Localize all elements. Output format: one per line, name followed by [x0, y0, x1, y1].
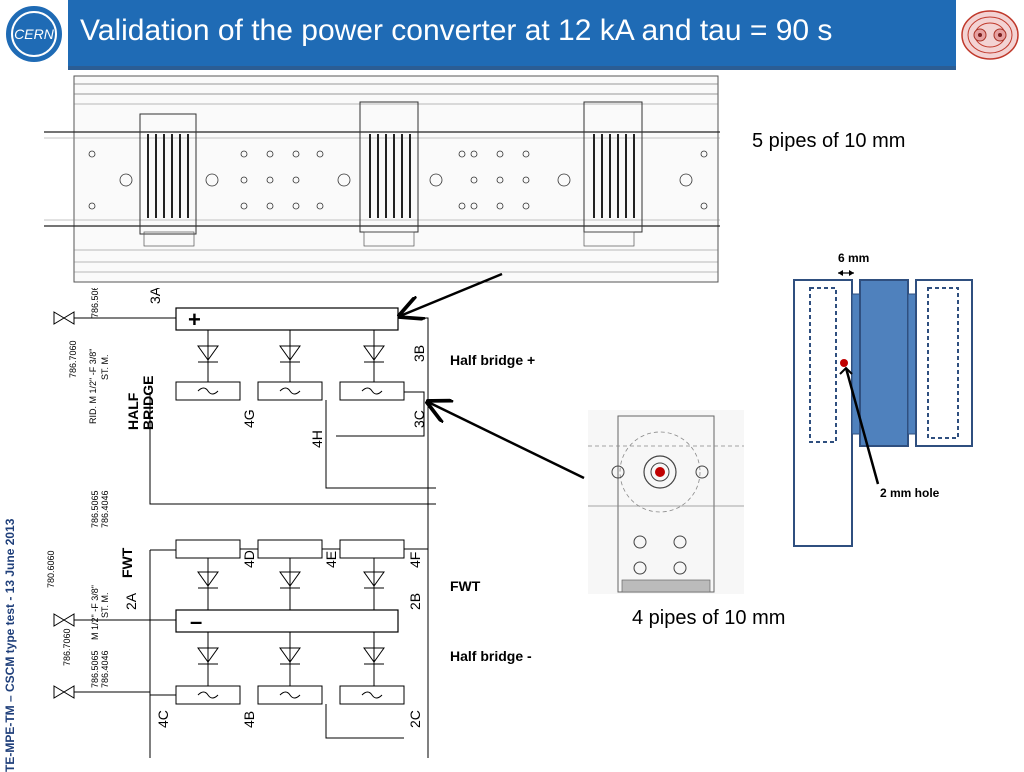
valve-symbols [53, 311, 176, 699]
terminal-2b: 2B [407, 593, 423, 610]
bolt-holes [88, 150, 708, 210]
hole-marker [655, 467, 665, 477]
terminal-3a: 3A [147, 288, 163, 304]
terminal-4e: 4E [323, 551, 339, 568]
cern-logo: CERN [0, 0, 68, 70]
blue-conductor-section [793, 270, 973, 547]
fitting-label-top: RID. M 1/2" -F 3/8" [88, 349, 98, 424]
terminal-4g: 4G [241, 409, 257, 428]
half-bridge-minus-label: Half bridge - [450, 648, 532, 664]
cern-logo-icon: CERN [6, 6, 62, 62]
two-mm-hole-marker [840, 359, 848, 367]
slide-header: CERN Validation of the power converter a… [0, 0, 1024, 70]
ac-row-bottom [149, 550, 405, 758]
pipe-code-low: 786.7060 [62, 628, 72, 666]
half-bridge-section-label: HALF BRIDGE [125, 376, 156, 430]
lhc-logo [956, 0, 1024, 70]
half-word: HALF [125, 392, 141, 430]
terminal-4d: 4D [241, 550, 257, 568]
right-conductor [915, 279, 973, 447]
arrow-to-hole [844, 367, 880, 485]
pipe-code-mid-2: 786.4046 [100, 490, 110, 528]
slide-title: Validation of the power converter at 12 … [80, 14, 833, 47]
cern-logo-text: CERN [14, 26, 55, 42]
terminal-4c: 4C [155, 710, 171, 728]
side-footer: TE-MPE-TM – CSCM type test - 13 June 201… [3, 518, 17, 772]
busbar-drawing [44, 75, 720, 283]
right-cooling-channel [927, 287, 959, 439]
diode-row-top [197, 330, 385, 382]
terminal-2a: 2A [123, 592, 139, 610]
fitting-st-top: ST. M. [100, 354, 110, 380]
lhc-magnet-icon [961, 10, 1019, 60]
bridge-word: BRIDGE [140, 376, 156, 430]
arrow-to-3c [428, 402, 585, 480]
pipe-code-mid-1: 786.5065 [90, 490, 100, 528]
minus-symbol: – [190, 609, 202, 634]
terminal-4h: 4H [309, 430, 325, 448]
circuit-schematic: + – [46, 288, 436, 758]
fitting-st-fwt: ST. M. [100, 592, 110, 618]
plus-busbar [175, 307, 399, 331]
terminal-3b: 3B [411, 345, 427, 362]
minus-busbar [175, 609, 399, 633]
pipe-code-fwt: 780.6060 [46, 550, 56, 588]
ac-row-top [175, 381, 405, 401]
fwt-section-label: FWT [119, 547, 135, 578]
header-band [0, 66, 1024, 70]
pipe-block-3 [583, 101, 643, 233]
left-conductor [793, 279, 853, 547]
five-pipes-label: 5 pipes of 10 mm [752, 130, 906, 152]
terminal-2c: 2C [407, 710, 423, 728]
diode-row-bottom [197, 632, 385, 686]
arrow-to-plus-bar [400, 272, 503, 316]
center-block [859, 279, 909, 447]
fwt-row [150, 539, 428, 610]
pipe-code-top: 786.7060 [68, 340, 78, 378]
pipe-code-low-3: 786.4046 [100, 650, 110, 688]
terminal-4f: 4F [407, 552, 423, 568]
pipe-block-1 [139, 113, 197, 235]
fwt-label: FWT [450, 578, 481, 594]
two-mm-hole-label: 2 mm hole [880, 486, 940, 500]
left-cooling-channel [809, 287, 837, 443]
fitting-label-fwt: M 1/2" -F 3/8" [90, 585, 100, 640]
pipe-cross-section [588, 410, 744, 594]
pipe-code-top-2: 786.5065 [90, 288, 100, 318]
terminal-4b: 4B [241, 711, 257, 728]
plus-symbol: + [188, 307, 201, 332]
pointer-arrows [380, 272, 585, 480]
four-pipes-label: 4 pipes of 10 mm [632, 607, 786, 629]
six-mm-label: 6 mm [838, 251, 870, 265]
pipe-code-low-2: 786.5065 [90, 650, 100, 688]
half-bridge-plus-label: Half bridge + [450, 352, 536, 368]
